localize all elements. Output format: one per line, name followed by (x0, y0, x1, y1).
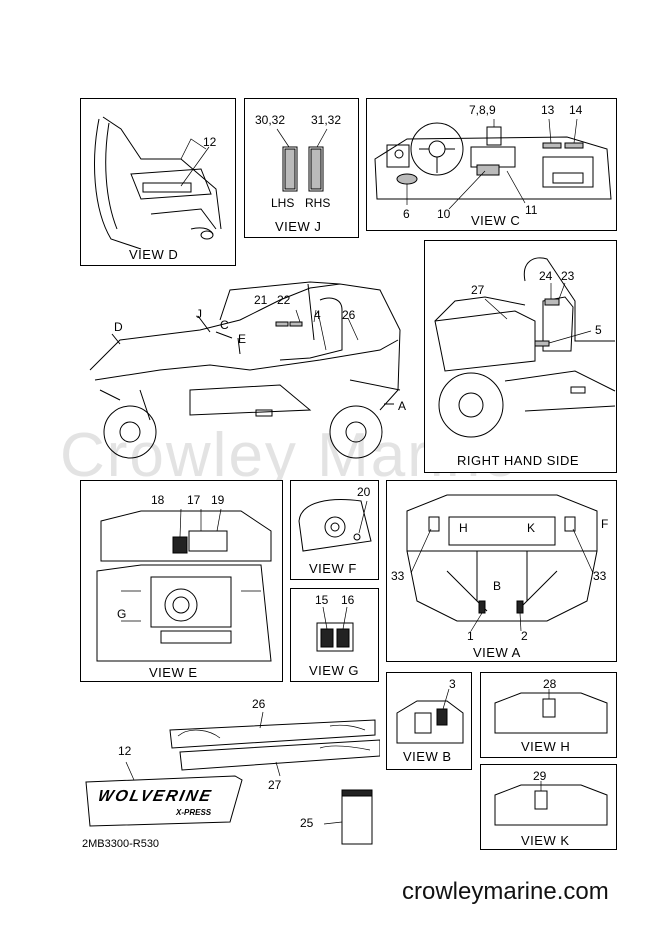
view-b-caption: VIEW B (403, 749, 452, 764)
view-a-arrow-f: F (601, 517, 609, 531)
decal-logo-text: WOLVERINE (96, 788, 214, 805)
main-arrow-j: J (196, 307, 202, 321)
view-g-callout-16: 16 (341, 593, 355, 607)
rhs-panel: 27 24 23 5 RIGHT HAND SIDE (424, 240, 617, 473)
view-h-callout-28: 28 (543, 677, 557, 691)
view-d-panel: 12 VIEW D (80, 98, 236, 266)
rhs-callout-24: 24 (539, 269, 553, 283)
view-a-callout-33-left: 33 (391, 569, 405, 583)
view-a-arrow-h: H (459, 521, 468, 535)
view-j-callout-lhs: 30,32 (255, 113, 286, 127)
view-a-panel: H K F 33 33 B 1 2 VIEW A (386, 480, 617, 662)
view-a-arrow-b: B (493, 579, 502, 593)
rhs-caption: RIGHT HAND SIDE (457, 453, 580, 468)
decal-callout-12: 12 (118, 744, 132, 758)
view-f-caption: VIEW F (309, 561, 357, 576)
view-c-panel: 7,8,9 13 14 6 10 11 VIEW C (366, 98, 617, 231)
main-vehicle-drawing (89, 281, 401, 459)
view-a-caption: VIEW A (473, 645, 521, 660)
view-j-rhs-label: RHS (305, 196, 331, 210)
main-arrow-d: D (114, 320, 123, 334)
decals-drawing (85, 711, 380, 845)
rhs-drawing (434, 257, 616, 438)
view-h-drawing (494, 689, 608, 734)
view-a-callout-33-right: 33 (593, 569, 607, 583)
view-h-caption: VIEW H (521, 739, 571, 754)
view-b-drawing (396, 688, 464, 744)
view-f-panel: 20 VIEW F (290, 480, 379, 580)
main-callout-4: 4 (314, 308, 321, 322)
footer-site: crowleymarine.com (402, 878, 609, 905)
view-d-caption: VIEW D (129, 247, 179, 262)
view-c-caption: VIEW C (471, 213, 521, 228)
main-arrow-e: E (238, 332, 247, 346)
view-h-panel: 28 VIEW H (480, 672, 617, 758)
view-c-callout-11: 11 (525, 203, 538, 217)
decal-callout-27: 27 (268, 778, 282, 792)
view-e-caption: VIEW E (149, 665, 198, 680)
main-arrow-a: A (398, 399, 407, 413)
decal-callout-26: 26 (252, 697, 266, 711)
view-k-callout-29: 29 (533, 769, 547, 783)
view-c-callout-14: 14 (569, 103, 583, 117)
view-j-lhs-label: LHS (271, 196, 295, 210)
view-g-caption: VIEW G (309, 663, 359, 678)
view-j-callout-rhs: 31,32 (311, 113, 342, 127)
main-callout-22: 22 (277, 293, 291, 307)
view-e-callout-18: 18 (151, 493, 165, 507)
drawing-code: 2MB3300-R530 (82, 838, 160, 850)
view-f-callout-20: 20 (357, 485, 371, 499)
view-d-callout-12: 12 (203, 135, 217, 149)
view-b-panel: 3 VIEW B (386, 672, 472, 770)
view-c-callout-13: 13 (541, 103, 555, 117)
rhs-callout-27: 27 (471, 283, 485, 297)
view-a-arrow-k: K (527, 521, 536, 535)
view-a-callout-2: 2 (521, 629, 528, 643)
rhs-callout-23: 23 (561, 269, 575, 283)
view-j-drawing (276, 128, 328, 192)
view-k-caption: VIEW K (521, 833, 570, 848)
view-c-drawing (374, 118, 612, 210)
main-callout-26: 26 (342, 308, 356, 322)
view-a-drawing (406, 494, 598, 632)
decal-callout-25: 25 (300, 816, 314, 830)
rhs-callout-5: 5 (595, 323, 602, 337)
main-callout-21: 21 (254, 293, 268, 307)
view-f-drawing (298, 499, 372, 552)
view-e-drawing (96, 508, 272, 662)
view-g-panel: 15 16 VIEW G (290, 588, 379, 682)
view-j-panel: 30,32 31,32 LHS RHS VIEW J (244, 98, 359, 238)
view-b-callout-3: 3 (449, 677, 456, 691)
view-k-panel: 29 VIEW K (480, 764, 617, 850)
decal-logo-sub: X-PRESS (176, 808, 212, 817)
view-c-callout-789: 7,8,9 (469, 103, 496, 117)
view-e-panel: 18 17 19 G VIEW E (80, 480, 283, 682)
view-g-callout-15: 15 (315, 593, 329, 607)
view-j-caption: VIEW J (275, 219, 322, 234)
main-arrow-c: C (220, 318, 229, 332)
view-c-callout-6: 6 (403, 207, 410, 221)
view-e-callout-17: 17 (187, 493, 201, 507)
view-g-drawing (316, 606, 354, 652)
view-d-drawing (94, 116, 222, 250)
view-a-callout-1: 1 (467, 629, 474, 643)
view-e-arrow-g: G (117, 607, 127, 621)
view-k-drawing (494, 781, 608, 826)
view-e-callout-19: 19 (211, 493, 225, 507)
view-c-callout-10: 10 (437, 207, 451, 221)
